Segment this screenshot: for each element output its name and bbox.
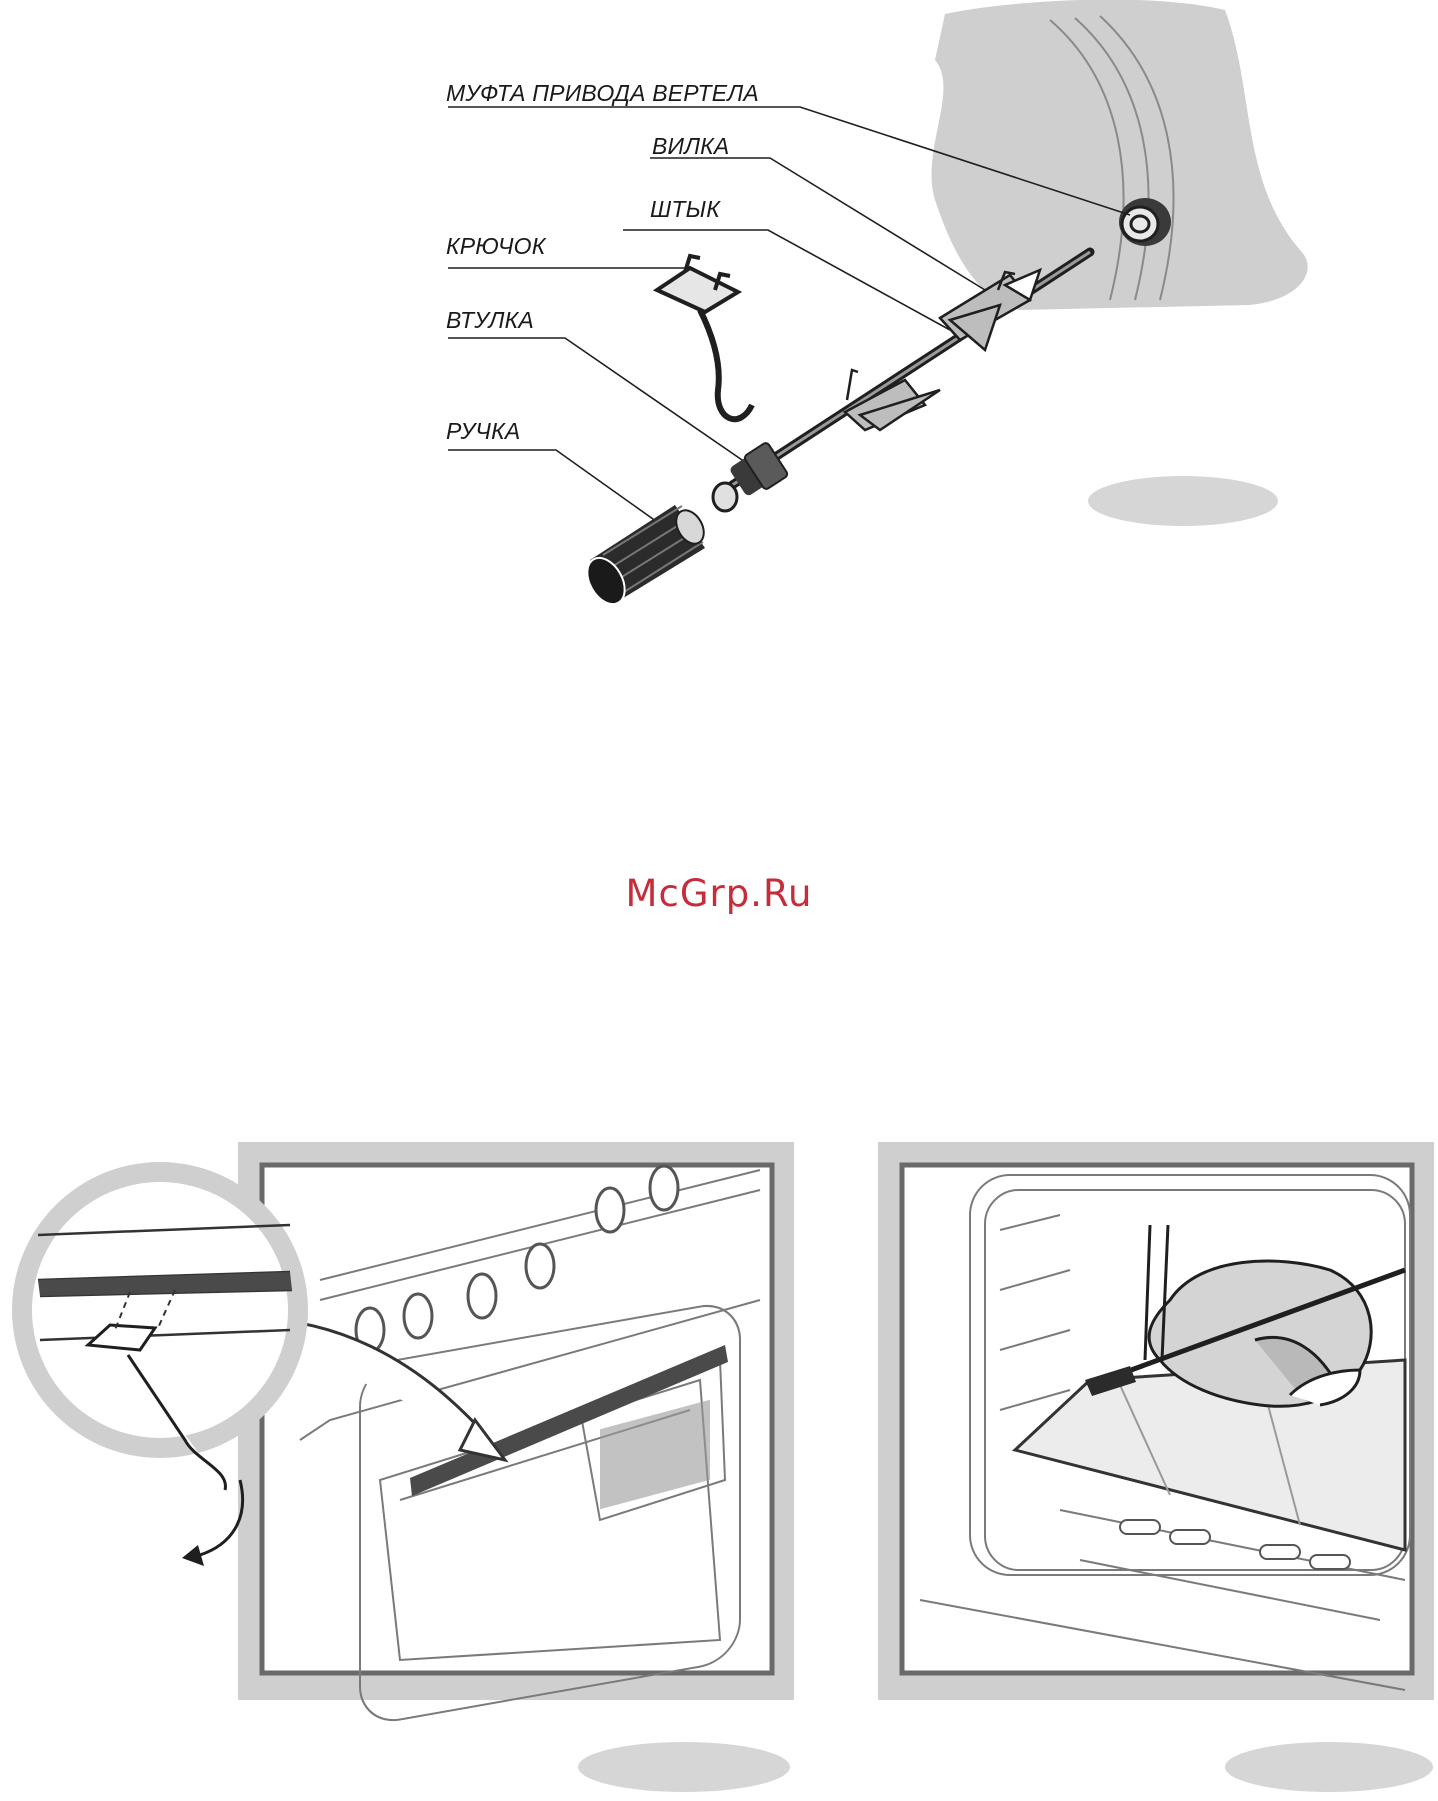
chicken-icon	[1149, 1261, 1371, 1406]
figure-number-oval-bottom-left	[578, 1742, 790, 1792]
watermark-text: McGrp.Ru	[0, 872, 1438, 915]
label-hook: КРЮЧОК	[446, 233, 546, 260]
oven-rail-bar	[410, 1345, 728, 1496]
label-fork: ВИЛКА	[652, 133, 729, 160]
figure-number-oval-bottom-right	[1225, 1742, 1433, 1792]
label-spit: ШТЫК	[650, 196, 720, 223]
spit-coupling-icon	[1119, 198, 1171, 246]
zoom-hook-icon	[88, 1325, 225, 1490]
spit-rod-in-oven	[1090, 1270, 1405, 1385]
rotate-arrow-icon	[200, 1480, 243, 1555]
hook-icon	[657, 256, 752, 419]
label-bushing: ВТУЛКА	[446, 307, 534, 334]
insert-arrow-icon	[225, 1319, 490, 1440]
drip-tray	[1015, 1360, 1405, 1550]
spit-handle-in-oven	[1085, 1366, 1136, 1396]
leader-handle	[448, 450, 660, 524]
label-coupling: МУФТА ПРИВОДА ВЕРТЕЛА	[446, 80, 759, 107]
handle-icon	[580, 505, 710, 611]
hook-in-oven	[1145, 1225, 1168, 1360]
label-handle: РУЧКА	[446, 418, 520, 445]
figure-number-oval-top	[1088, 476, 1278, 526]
zoom-detail-circle	[12, 1162, 308, 1458]
